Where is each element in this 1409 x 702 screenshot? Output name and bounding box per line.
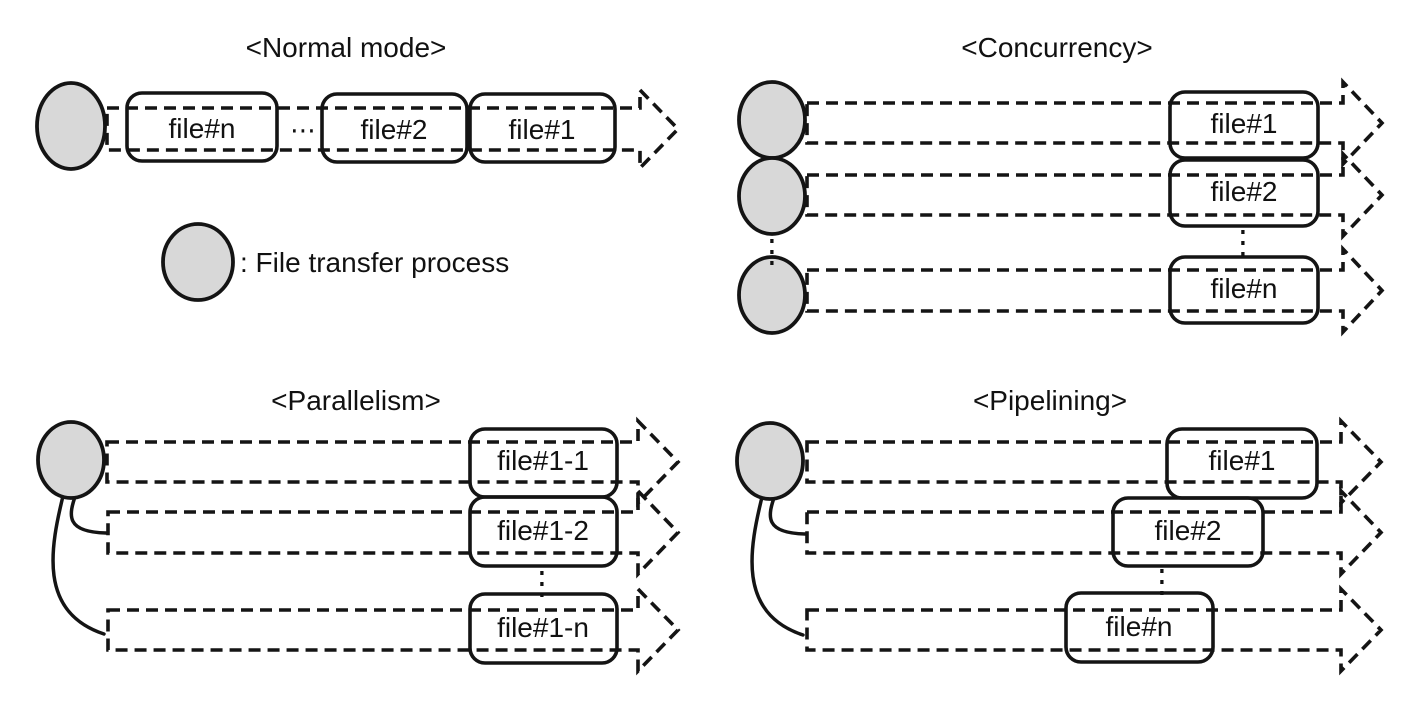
file-box-label: file#2 <box>1155 515 1222 546</box>
transfer-arrow <box>805 244 1385 337</box>
file-transfer-process-circle <box>36 420 106 500</box>
file-box-label: file#n <box>1106 611 1173 642</box>
file-box-label: file#2 <box>1211 176 1278 207</box>
panel-parallelism: <Parallelism> file#1-1 file#1-2 file#1-n… <box>36 385 681 676</box>
process-connector-curve <box>69 492 108 535</box>
file-transfer-process-circle <box>737 255 807 335</box>
file-box <box>1168 90 1320 160</box>
transfer-arrow <box>805 149 1385 241</box>
file-transfer-process-circle <box>737 80 807 160</box>
process-connector-curve <box>51 490 106 636</box>
file-transfer-process-circle <box>735 421 805 501</box>
file-transfer-process-circle <box>161 222 235 302</box>
transfer-arrow <box>805 77 1385 169</box>
file-box <box>1168 255 1320 325</box>
transfer-arrow <box>805 416 1384 508</box>
panel-title: <Normal mode> <box>246 32 447 63</box>
panel-normal-mode: <Normal mode> file#n ⋯ file#2 file#1 <box>35 32 681 173</box>
file-box <box>468 495 619 568</box>
transfer-arrow <box>805 584 1384 676</box>
file-box-label: file#1-n <box>497 612 589 643</box>
panel-pipelining: <Pipelining> file#1 file#2 file#n ⋮ <box>735 385 1384 676</box>
panel-concurrency: <Concurrency> file#1 file#2 file#n ⋮ ⋮ <box>737 32 1385 337</box>
file-box-label: file#1 <box>1209 445 1276 476</box>
file-box-label: file#n <box>169 113 236 144</box>
ellipsis-vertical: ⋮ <box>756 232 788 270</box>
process-connector-curve <box>750 491 805 637</box>
transfer-arrow <box>106 486 681 579</box>
file-box <box>1168 158 1320 228</box>
file-box-label: file#n <box>1211 273 1278 304</box>
file-box <box>125 91 279 163</box>
file-box <box>320 92 469 164</box>
transfer-arrow <box>805 486 1384 579</box>
ellipsis-vertical: ⋮ <box>1146 562 1178 600</box>
legend: : File transfer process <box>161 222 509 302</box>
transfer-arrow <box>105 85 681 173</box>
file-box <box>1111 496 1265 568</box>
transfer-arrow <box>106 584 681 676</box>
ellipsis-vertical: ⋮ <box>526 564 558 602</box>
file-transfer-process-circle <box>737 156 807 236</box>
file-box <box>1064 591 1215 664</box>
ellipsis-horizontal: ⋯ <box>290 116 316 146</box>
legend-label: : File transfer process <box>240 247 509 278</box>
ellipsis-vertical: ⋮ <box>1227 223 1259 261</box>
file-box <box>468 92 617 164</box>
file-box-label: file#1 <box>1211 108 1278 139</box>
file-box <box>468 592 619 665</box>
file-box-label: file#2 <box>361 114 428 145</box>
panel-title: <Concurrency> <box>961 32 1152 63</box>
file-box-label: file#1-2 <box>497 515 589 546</box>
process-connector-curve <box>768 493 807 536</box>
panel-title: <Parallelism> <box>271 385 441 416</box>
file-transfer-process-circle <box>35 81 107 171</box>
file-box-label: file#1-1 <box>497 445 589 476</box>
file-box-label: file#1 <box>509 114 576 145</box>
transfer-arrow <box>105 416 681 508</box>
panel-title: <Pipelining> <box>973 385 1127 416</box>
